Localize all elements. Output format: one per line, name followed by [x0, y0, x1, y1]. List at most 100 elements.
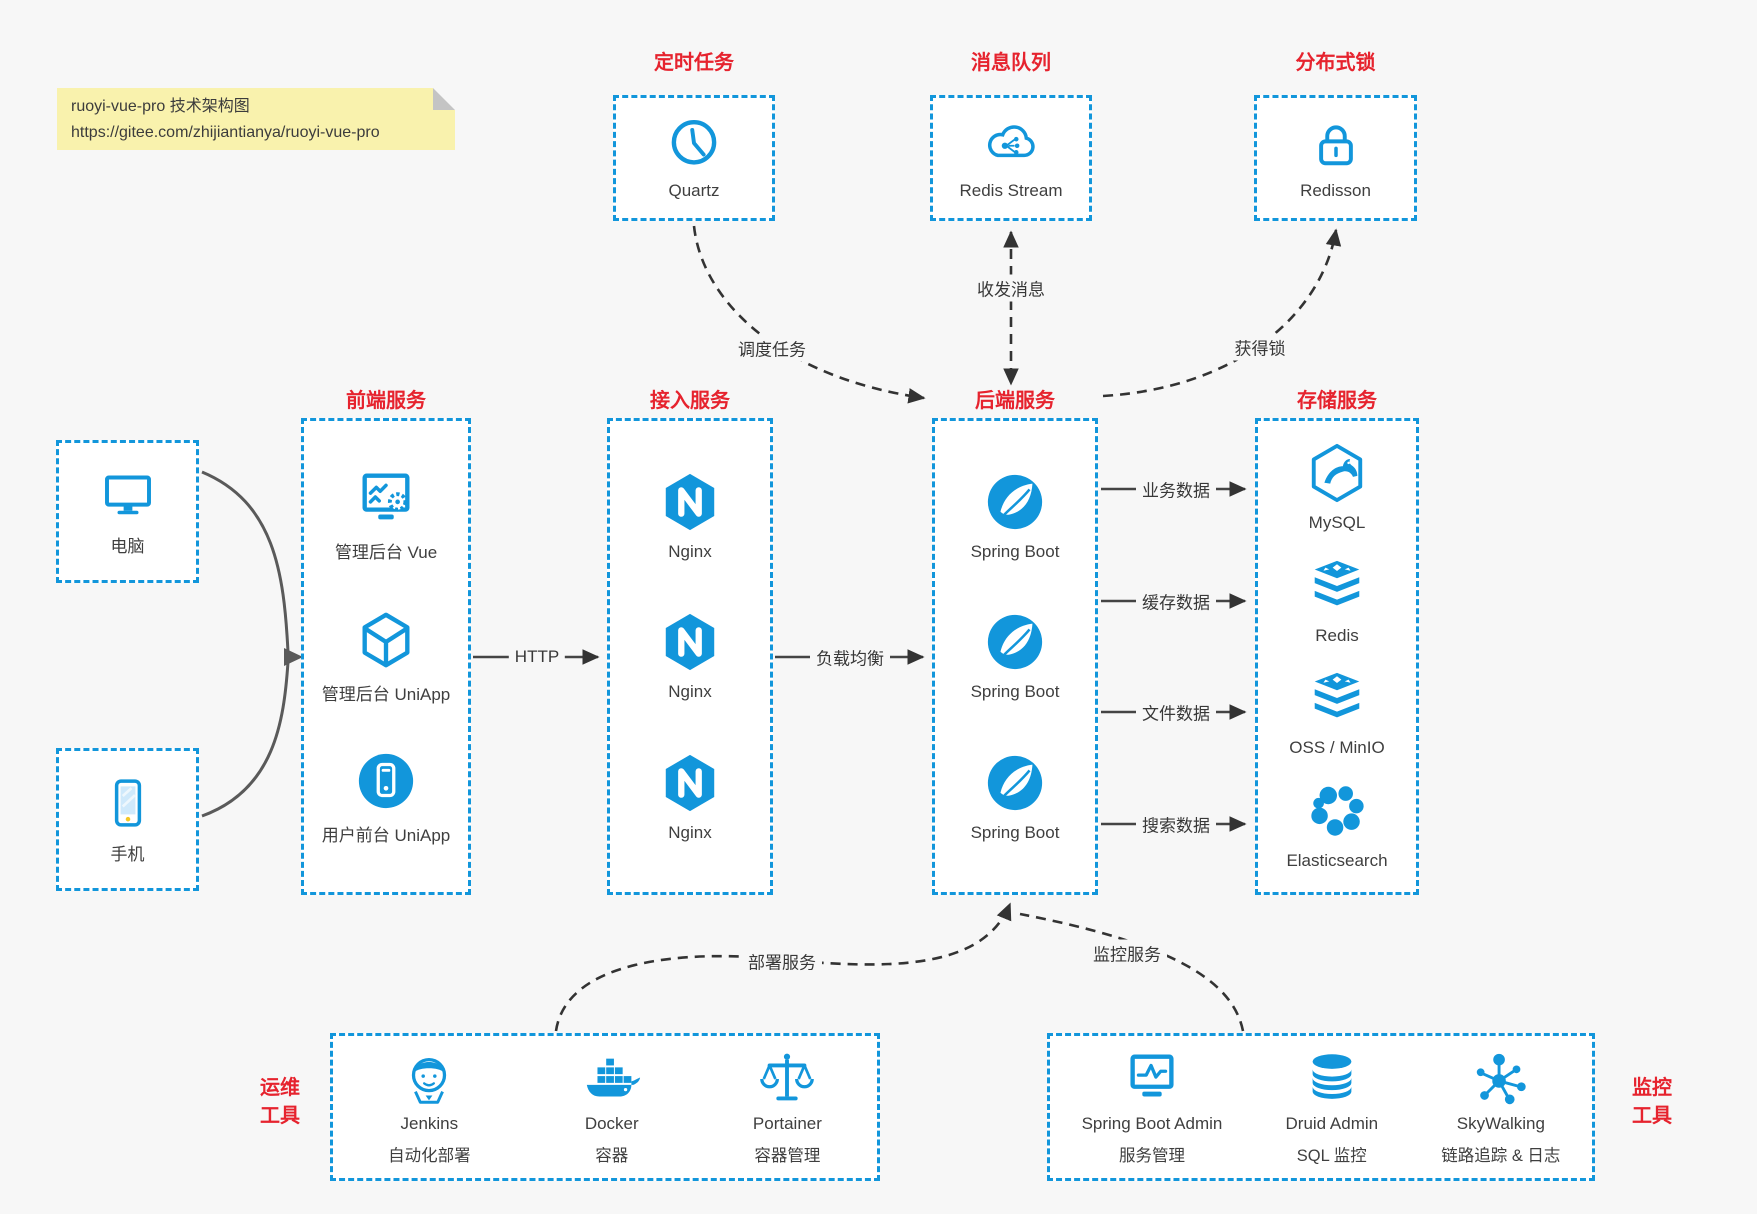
clock-icon: [666, 116, 722, 172]
user-uniapp-node: 用户前台 UniApp: [322, 750, 450, 846]
node-label: Elasticsearch: [1286, 850, 1388, 870]
section-title-scheduled-tasks: 定时任务: [654, 52, 734, 74]
mobile-client-box: 手机: [56, 748, 199, 891]
redis-stream-box: Redis Stream: [930, 95, 1092, 221]
node-sublabel: 自动化部署: [388, 1147, 471, 1165]
mysql-icon: [1306, 442, 1368, 504]
nginx-icon: [659, 471, 721, 533]
access-services-box: Nginx Nginx Nginx: [607, 418, 773, 895]
admin-vue-node: 管理后台 Vue: [335, 467, 437, 563]
cache-data-label: 缓存数据: [1136, 587, 1216, 615]
http-label: HTTP: [508, 646, 566, 668]
schedule-task-label: 调度任务: [732, 334, 812, 362]
nginx-node: Nginx: [659, 471, 721, 562]
node-label: Quartz: [668, 180, 720, 200]
ops-title-line1: 运维: [260, 1077, 300, 1099]
monitor-label: 监控服务: [1087, 939, 1167, 967]
quartz-node: Quartz: [666, 116, 722, 201]
portainer-icon: [756, 1048, 818, 1110]
jenkins-node: Jenkins 自动化部署: [388, 1048, 471, 1166]
note-url: https://gitee.com/zhijiantianya/ruoyi-vu…: [71, 123, 380, 141]
node-label: Nginx: [668, 682, 712, 701]
note-title: ruoyi-vue-pro 技术架构图: [71, 98, 250, 115]
spring-boot-node: Spring Boot: [970, 752, 1060, 843]
user-app-icon: [355, 750, 417, 812]
node-label: Spring Boot Admin: [1081, 1114, 1223, 1133]
portainer-node: Portainer 容器管理: [753, 1048, 822, 1166]
node-label: 用户前台 UniApp: [321, 826, 451, 846]
node-label: OSS / MinIO: [1289, 738, 1385, 758]
node-label: Redisson: [1300, 180, 1371, 200]
redis-stream-node: Redis Stream: [959, 116, 1063, 201]
client-arrows: [201, 470, 290, 818]
node-label: Spring Boot: [970, 822, 1060, 842]
section-title-access: 接入服务: [650, 390, 730, 412]
lock-label: 获得锁: [1228, 333, 1292, 361]
elasticsearch-node: Elasticsearch: [1286, 780, 1388, 871]
node-sublabel: 容器: [595, 1147, 629, 1165]
backend-services-box: Spring Boot Spring Boot Spring Boot: [932, 418, 1098, 895]
desktop-node: 电脑: [100, 467, 156, 557]
section-title-storage: 存储服务: [1297, 390, 1377, 412]
client-merge-arrowhead: [284, 648, 303, 666]
lock-connector: [1102, 228, 1342, 398]
node-label: 管理后台 UniApp: [321, 684, 451, 704]
quartz-box: Quartz: [613, 95, 775, 221]
elasticsearch-icon: [1306, 780, 1368, 842]
desktop-to-frontend-arrow: [201, 470, 290, 653]
lock-icon: [1308, 116, 1364, 172]
section-title-frontend: 前端服务: [346, 390, 426, 412]
monitor-title-line1: 监控: [1632, 1077, 1672, 1099]
section-title-message-queue: 消息队列: [971, 52, 1051, 74]
desktop-icon: [100, 467, 156, 523]
nginx-icon: [659, 611, 721, 673]
nginx-node: Nginx: [659, 611, 721, 702]
search-data-label: 搜索数据: [1136, 810, 1216, 838]
node-label: Druid Admin: [1285, 1114, 1379, 1133]
spring-boot-node: Spring Boot: [970, 611, 1060, 702]
storage-services-box: MySQL Redis OSS / MinIO Elasticsearch: [1255, 418, 1419, 895]
sticky-note: ruoyi-vue-pro 技术架构图 https://gitee.com/zh…: [57, 88, 455, 150]
section-title-backend: 后端服务: [975, 390, 1055, 412]
uniapp-cube-icon: [355, 609, 417, 671]
redis-node: Redis: [1306, 555, 1368, 646]
redisson-box: Redisson: [1254, 95, 1417, 221]
admin-uniapp-node: 管理后台 UniApp: [322, 609, 450, 705]
spring-boot-admin-icon: [1121, 1048, 1183, 1110]
node-sublabel: SQL 监控: [1296, 1147, 1367, 1165]
monitor-tools-box: Spring Boot Admin 服务管理 Druid Admin SQL 监…: [1047, 1033, 1595, 1181]
node-label: Spring Boot: [970, 682, 1060, 701]
message-label: 收发消息: [971, 274, 1051, 302]
node-sublabel: 容器管理: [754, 1147, 821, 1165]
skywalking-node: SkyWalking 链路追踪 & 日志: [1441, 1048, 1560, 1166]
druid-node: Druid Admin SQL 监控: [1285, 1048, 1379, 1166]
node-label: SkyWalking: [1456, 1114, 1545, 1133]
admin-vue-icon: [355, 467, 417, 529]
spring-boot-icon: [984, 611, 1046, 673]
node-label: Nginx: [668, 541, 712, 561]
node-label: 电脑: [110, 536, 145, 556]
node-label: Redis Stream: [959, 180, 1063, 200]
redisson-node: Redisson: [1300, 116, 1371, 201]
node-label: 手机: [110, 844, 145, 864]
oss-minio-icon: [1306, 667, 1368, 729]
redis-icon: [1306, 555, 1368, 617]
monitor-tools-title: 监控 工具: [1610, 1074, 1694, 1130]
spring-boot-admin-node: Spring Boot Admin 服务管理: [1081, 1048, 1223, 1166]
deploy-label: 部署服务: [742, 947, 822, 975]
node-label: MySQL: [1308, 513, 1366, 533]
docker-node: Docker 容器: [581, 1048, 643, 1166]
spring-boot-icon: [984, 471, 1046, 533]
section-title-distributed-lock: 分布式锁: [1295, 52, 1376, 74]
node-label: Nginx: [668, 822, 712, 842]
monitor-connector: [1019, 912, 1245, 1032]
ops-tools-title: 运维 工具: [238, 1074, 322, 1130]
spring-boot-node: Spring Boot: [971, 471, 1059, 562]
mobile-icon: [100, 775, 156, 831]
nginx-icon: [659, 752, 721, 814]
business-data-label: 业务数据: [1136, 475, 1216, 503]
node-label: 管理后台 Vue: [334, 542, 438, 562]
druid-icon: [1301, 1048, 1363, 1110]
